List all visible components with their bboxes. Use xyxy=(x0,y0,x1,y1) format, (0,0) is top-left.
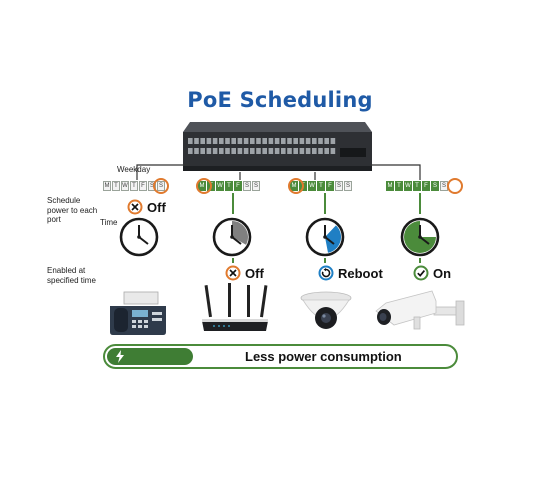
status-label: Off xyxy=(245,265,264,281)
day-box: F xyxy=(234,181,242,191)
power-bar-fill xyxy=(107,348,193,365)
day-box: S xyxy=(243,181,251,191)
router-icon xyxy=(202,283,268,331)
day-box: T xyxy=(317,181,325,191)
close-icon xyxy=(225,265,241,281)
day-box: F xyxy=(139,181,147,191)
clock-icon xyxy=(400,217,440,257)
time-label: Time xyxy=(100,218,118,227)
day-box: W xyxy=(121,181,129,191)
day-box: T xyxy=(112,181,120,191)
weekday-label: Weekday xyxy=(117,165,151,174)
monday-highlight xyxy=(196,178,212,194)
day-box: W xyxy=(216,181,224,191)
port3-status: Reboot xyxy=(318,265,383,281)
day-box: F xyxy=(422,181,430,191)
power-bar-label: Less power consumption xyxy=(245,349,402,364)
lightning-icon xyxy=(116,350,124,363)
power-consumption-bar: Less power consumption xyxy=(103,344,458,369)
monday-highlight xyxy=(288,178,304,194)
clock-icon xyxy=(305,217,345,257)
port2-status: Off xyxy=(225,265,264,281)
status-label: Off xyxy=(147,199,166,215)
day-box: M xyxy=(386,181,394,191)
check-icon xyxy=(413,265,429,281)
day-box: T xyxy=(130,181,138,191)
day-box: T xyxy=(413,181,421,191)
schedule-label: Schedule power to each port xyxy=(47,196,98,224)
enabled-label: Enabled at specified time xyxy=(47,266,96,285)
sunday-highlight xyxy=(447,178,463,194)
day-box: S xyxy=(335,181,343,191)
close-icon xyxy=(127,199,143,215)
day-box: S xyxy=(431,181,439,191)
page-title: PoE Scheduling xyxy=(187,88,373,112)
weekend-highlight xyxy=(153,178,169,194)
day-box: S xyxy=(252,181,260,191)
port4-status: On xyxy=(413,265,451,281)
day-box: W xyxy=(404,181,412,191)
bullet-camera-icon xyxy=(375,290,465,330)
fax-machine-icon xyxy=(110,291,166,335)
network-switch-icon xyxy=(183,122,372,171)
day-box: M xyxy=(103,181,111,191)
day-box: T xyxy=(395,181,403,191)
status-label: On xyxy=(433,265,452,281)
reboot-icon xyxy=(318,265,334,281)
status-label: Reboot xyxy=(338,265,383,281)
day-box: W xyxy=(308,181,316,191)
clock-icon xyxy=(212,217,252,257)
day-box: F xyxy=(326,181,334,191)
day-box: S xyxy=(344,181,352,191)
dome-camera-icon xyxy=(300,291,352,329)
clock-icon xyxy=(119,217,159,257)
port1-off-status: Off xyxy=(127,199,166,215)
day-box: T xyxy=(225,181,233,191)
